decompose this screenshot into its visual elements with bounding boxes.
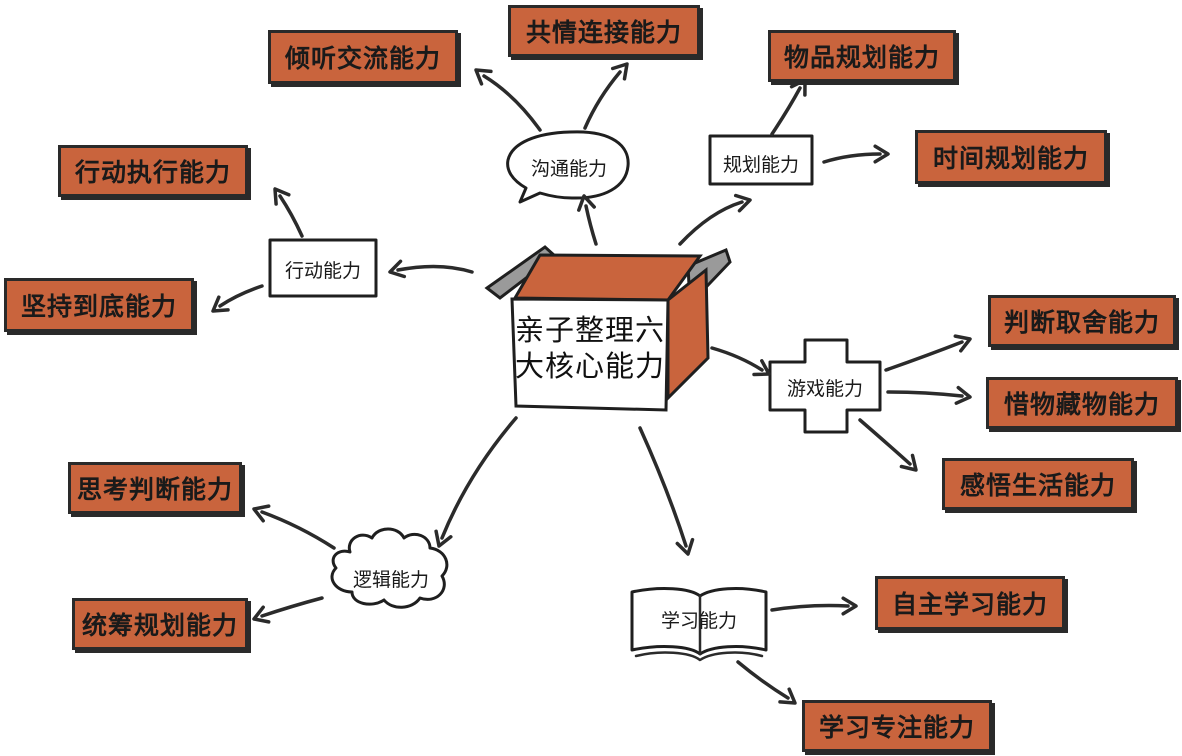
hub-action: 行动能力 bbox=[284, 260, 361, 282]
arrow-center-to-planning bbox=[678, 193, 752, 246]
leaf-self-study: 自主学习能力 bbox=[875, 576, 1065, 630]
hub-planning: 规划能力 bbox=[722, 154, 799, 176]
action-box-shape bbox=[268, 238, 378, 298]
arrow-center-to-communication bbox=[577, 194, 598, 246]
arrow-action-to-persistence bbox=[211, 284, 264, 313]
arrow-game-to-cherish bbox=[886, 385, 972, 405]
leaf-listening: 倾听交流能力 bbox=[268, 30, 458, 84]
box-back-fill bbox=[512, 253, 703, 302]
hub-communication: 沟通能力 bbox=[530, 158, 607, 180]
speech-bubble-shape bbox=[506, 130, 630, 204]
arrow-logic-to-overall bbox=[252, 596, 324, 624]
arrow-center-to-action bbox=[388, 259, 474, 279]
leaf-execution: 行动执行能力 bbox=[58, 145, 248, 197]
central-box bbox=[484, 245, 732, 412]
leaf-perceive-life: 感悟生活能力 bbox=[942, 458, 1134, 510]
leaf-item-planning: 物品规划能力 bbox=[768, 30, 956, 82]
center-title: 亲子整理六 大核心能力 bbox=[512, 312, 668, 384]
cloud-shape bbox=[330, 527, 449, 609]
planning-box-shape bbox=[708, 134, 814, 186]
leaf-empathy: 共情连接能力 bbox=[508, 5, 700, 57]
arrow-study-to-self bbox=[770, 596, 858, 616]
hub-study: 学习能力 bbox=[660, 610, 737, 632]
open-book-shape bbox=[630, 587, 768, 662]
hub-game: 游戏能力 bbox=[786, 378, 863, 400]
center-title-line1: 亲子整理六 bbox=[514, 313, 665, 347]
center-title-line2: 大核心能力 bbox=[514, 349, 665, 383]
leaf-focus: 学习专注能力 bbox=[802, 700, 992, 752]
leaf-think-judge: 思考判断能力 bbox=[68, 462, 242, 514]
arrow-game-to-judge bbox=[884, 334, 972, 372]
arrow-communication-to-empathy bbox=[583, 62, 629, 130]
leaf-persistence: 坚持到底能力 bbox=[4, 278, 194, 332]
leaf-overall-planning: 统筹规划能力 bbox=[72, 598, 248, 650]
box-front-face bbox=[510, 297, 670, 412]
arrow-center-to-game bbox=[710, 346, 771, 377]
arrow-action-to-execution bbox=[273, 187, 304, 238]
arrow-center-to-study bbox=[638, 426, 695, 556]
hub-logic: 逻辑能力 bbox=[352, 569, 429, 591]
arrow-game-to-perceive bbox=[858, 418, 918, 472]
arrow-study-to-focus bbox=[736, 660, 797, 705]
leaf-cherish: 惜物藏物能力 bbox=[986, 377, 1178, 429]
arrow-planning-to-time bbox=[822, 144, 890, 164]
arrow-communication-to-listening bbox=[474, 68, 542, 132]
leaf-time-planning: 时间规划能力 bbox=[915, 130, 1107, 184]
arrow-center-to-logic bbox=[434, 416, 518, 548]
cross-shape bbox=[768, 338, 882, 434]
arrow-logic-to-think bbox=[252, 504, 336, 550]
arrow-planning-to-item bbox=[770, 78, 807, 136]
leaf-judge-choose: 判断取舍能力 bbox=[988, 295, 1176, 347]
